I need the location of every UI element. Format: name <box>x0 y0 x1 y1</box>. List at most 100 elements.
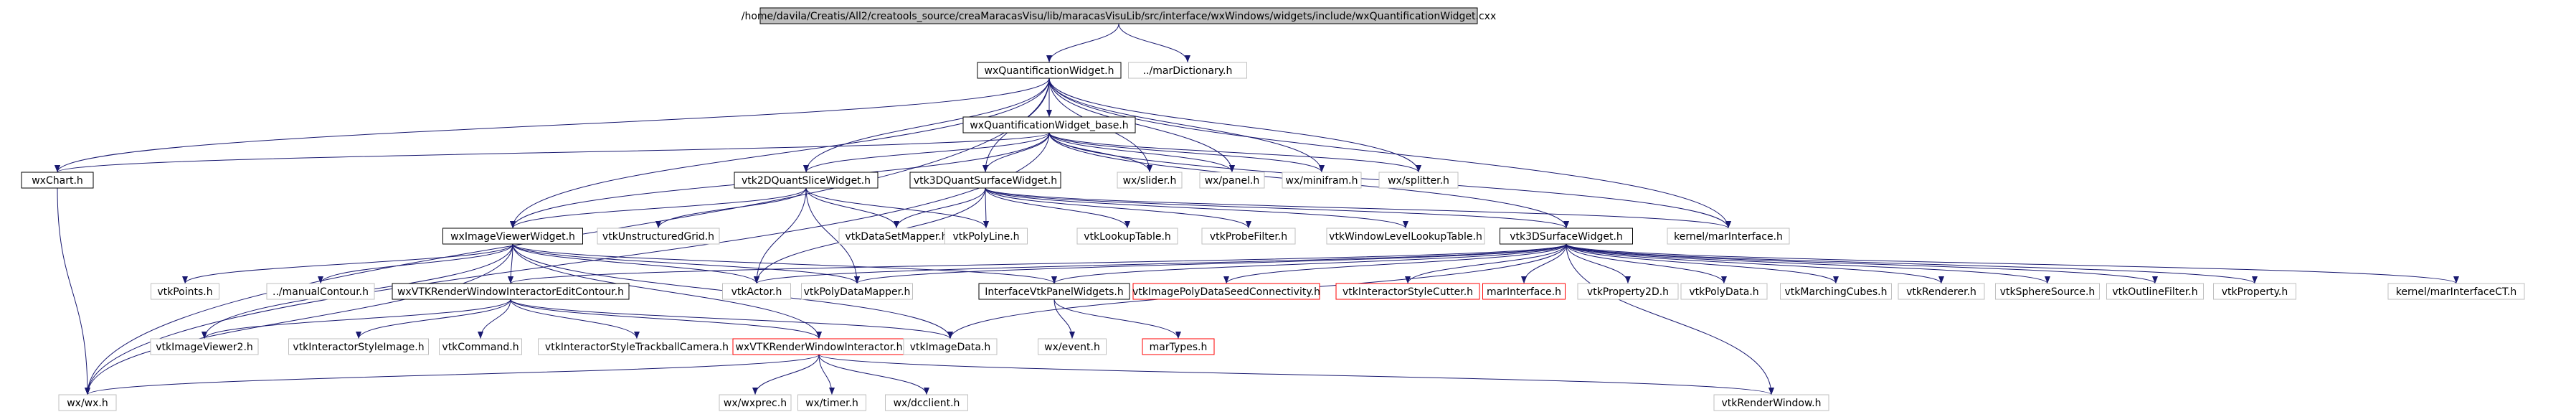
edge-wxIVW-to-wxVTKRWI <box>512 243 822 339</box>
edge-wxVTKRWI-to-dcclient <box>818 354 929 395</box>
node-label-marTypes: marTypes.h <box>1150 342 1208 353</box>
edge-vtk3D-to-vtkLT <box>985 187 1130 229</box>
node-IVPW[interactable]: InterfaceVtkPanelWidgets.h <box>978 283 1130 300</box>
edge-vtk3DSW-to-vtkActor <box>754 243 1567 284</box>
node-label-splitter: wx/splitter.h <box>1388 175 1449 187</box>
node-box-timer <box>797 394 866 411</box>
node-box-slider <box>1117 172 1183 189</box>
node-label-wxwx: wx/wx.h <box>67 398 108 409</box>
node-box-vtkLT <box>1076 228 1178 245</box>
node-label-vtkISTC: vtkInteractorStyleTrackballCamera.h <box>545 342 729 353</box>
node-box-vtkSS <box>1995 283 2100 300</box>
node-box-wxprec <box>719 394 792 411</box>
node-vtkWLLT: vtkWindowLevelLookupTable.h <box>1326 228 1485 245</box>
edge-root-to-marDict <box>1118 23 1190 63</box>
node-vtkRen: vtkRenderer.h <box>1898 283 1985 300</box>
node-vtkActor: vtkActor.h <box>722 283 791 300</box>
edge-wxQWbase-to-panel <box>1048 132 1235 173</box>
edge-vtk3DSW-to-vtkProp <box>1566 243 2258 284</box>
node-box-wxVTKEdit <box>392 283 630 300</box>
edge-wxVTKEdit-to-vtkISI <box>356 299 511 339</box>
node-wxEvent: wx/event.h <box>1038 338 1107 355</box>
node-wxChart[interactable]: wxChart.h <box>21 172 94 189</box>
node-box-vtkCmd <box>439 338 522 355</box>
node-box-dcclient <box>885 394 968 411</box>
node-wxIVW[interactable]: wxImageViewerWidget.h <box>442 228 583 245</box>
edge-wxChart-to-wxwx <box>57 187 90 395</box>
edge-wxIVW-to-wxwx <box>85 243 513 395</box>
node-label-wxVTKRWI: wxVTKRenderWindowInteractor.h <box>735 342 902 353</box>
node-label-vtkPD: vtkPolyData.h <box>1689 286 1758 298</box>
node-vtk2D[interactable]: vtk2DQuantSliceWidget.h <box>734 172 879 189</box>
node-label-wxChart: wxChart.h <box>32 175 83 187</box>
node-label-slider: wx/slider.h <box>1123 175 1177 187</box>
node-vtkRW: vtkRenderWindow.h <box>1713 394 1829 411</box>
edge-wxQWbase-to-slider <box>1048 132 1152 173</box>
edge-wxVTKRWI-to-timer <box>818 354 835 395</box>
node-vtkPF: vtkProbeFilter.h <box>1201 228 1296 245</box>
edge-vtk3DSW-to-marIf <box>1521 243 1567 284</box>
node-box-wxQW <box>977 62 1122 79</box>
edge-wxIVW-to-vtkPoints <box>182 243 513 284</box>
node-label-marIf: marInterface.h <box>1487 286 1561 298</box>
node-box-wxEvent <box>1038 338 1107 355</box>
edge-wxQWbase-to-vtk2D <box>803 132 1050 173</box>
node-label-IVPW: InterfaceVtkPanelWidgets.h <box>985 286 1124 298</box>
edge-vtk3DSW-to-vtkOF <box>1566 243 2158 284</box>
node-box-vtkPL <box>944 228 1028 245</box>
node-label-vtkIPDSC: vtkImagePolyDataSeedConnectivity.h <box>1132 286 1320 298</box>
node-wxVTKEdit[interactable]: wxVTKRenderWindowInteractorEditContour.h <box>392 283 630 300</box>
edge-wxIVW-to-vtkActor <box>512 243 759 284</box>
edge-vtk3D-to-vtkPL <box>982 187 989 229</box>
edge-vtk2D-to-vtkDSM <box>805 187 899 229</box>
edge-vtk3DSW-to-vtkRen <box>1566 243 1944 284</box>
node-label-vtkIV2: vtkImageViewer2.h <box>156 342 253 353</box>
node-vtkPDM: vtkPolyDataMapper.h <box>801 283 913 300</box>
node-wxQWbase[interactable]: wxQuantificationWidget_base.h <box>962 116 1136 133</box>
node-box-vtkISI <box>288 338 429 355</box>
edge-vtk3DSW-to-vtkMC <box>1566 243 1839 284</box>
edge-wxQW-to-wxIVW <box>510 78 1050 229</box>
node-box-vtkID <box>903 338 998 355</box>
edge-vtk3DSW-to-vtkSS <box>1566 243 2050 284</box>
node-wxQW[interactable]: wxQuantificationWidget.h <box>977 62 1122 79</box>
node-box-marIf <box>1482 283 1566 300</box>
node-box-vtkWLLT <box>1326 228 1485 245</box>
node-vtkMC: vtkMarchingCubes.h <box>1780 283 1892 300</box>
node-box-vtkPF <box>1201 228 1296 245</box>
node-label-marDict: ../marDictionary.h <box>1143 65 1233 77</box>
node-vtk3D[interactable]: vtk3DQuantSurfaceWidget.h <box>909 172 1061 189</box>
node-box-wxIVW <box>442 228 583 245</box>
node-label-dcclient: wx/dcclient.h <box>894 398 960 409</box>
node-label-vtk3DSW: vtk3DSurfaceWidget.h <box>1510 231 1623 243</box>
node-box-marTypes <box>1142 338 1215 355</box>
node-box-vtkPD <box>1680 283 1768 300</box>
node-box-vtkRen <box>1898 283 1985 300</box>
node-vtkISI: vtkInteractorStyleImage.h <box>288 338 429 355</box>
edge-vtk3DSW-to-wxVTKEdit <box>508 243 1567 284</box>
edge-vtk3DSW-to-vtkIPDSC <box>1223 243 1567 284</box>
node-vtk3DSW[interactable]: vtk3DSurfaceWidget.h <box>1500 228 1633 245</box>
node-box-wxwx <box>58 394 117 411</box>
node-box-splitter <box>1378 172 1459 189</box>
node-label-kernelMarCT: kernel/marInterfaceCT.h <box>2396 286 2516 298</box>
node-marDict: ../marDictionary.h <box>1128 62 1247 79</box>
edge-vtk3DSW-to-kernelMarCT <box>1566 243 2459 284</box>
node-box-panel <box>1199 172 1265 189</box>
node-box-marDict <box>1128 62 1247 79</box>
node-box-vtkProp <box>2213 283 2296 300</box>
node-label-manualC: ../manualContour.h <box>273 286 369 298</box>
edge-wxQW-to-vtk2D <box>803 78 1050 173</box>
node-box-manualC <box>266 283 375 300</box>
edge-wxIVW-to-manualC <box>318 243 513 284</box>
edge-vtk3DSW-to-vtkRW <box>1566 243 1774 395</box>
node-label-wxprec: wx/wxprec.h <box>724 398 787 409</box>
edge-wxQWbase-to-vtk3D <box>982 132 1050 173</box>
node-vtkOF: vtkOutlineFilter.h <box>2106 283 2204 300</box>
node-vtkPoints: vtkPoints.h <box>151 283 219 300</box>
node-label-vtkCmd: vtkCommand.h <box>442 342 518 353</box>
node-box-vtkPDM <box>801 283 913 300</box>
nodes-layer: /home/davila/Creatis/All2/creatools_sour… <box>21 7 2525 411</box>
node-box-vtk3D <box>909 172 1061 189</box>
node-root[interactable]: /home/davila/Creatis/All2/creatools_sour… <box>742 7 1496 24</box>
